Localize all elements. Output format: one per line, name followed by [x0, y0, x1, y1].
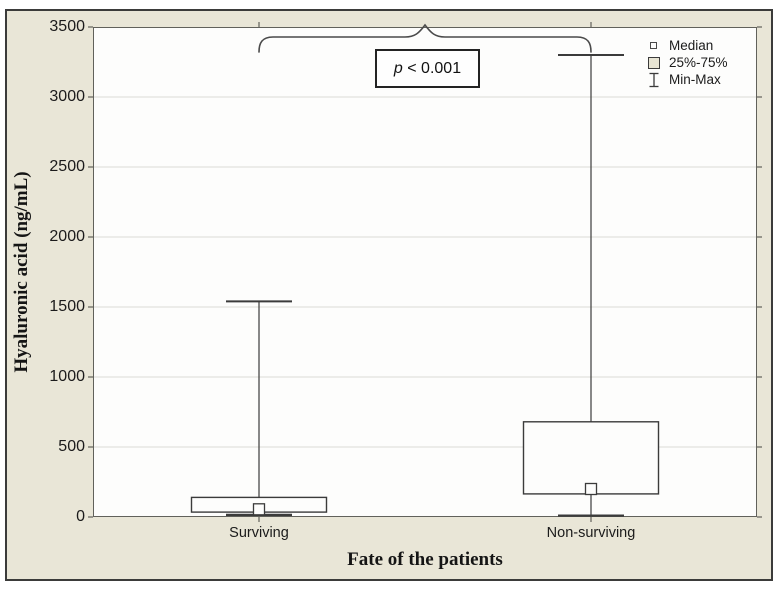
y-tick-label: 0	[76, 508, 85, 525]
y-tick-label: 3000	[49, 88, 85, 105]
y-tick-label: 2000	[49, 228, 85, 245]
minmax-whisker-icon	[649, 72, 658, 87]
legend-label: Min-Max	[669, 72, 721, 87]
p-value-annotation: p < 0.001	[375, 49, 480, 88]
y-axis-title: Hyaluronic acid (ng/mL)	[11, 171, 32, 373]
x-axis-title: Fate of the patients	[347, 549, 503, 570]
median-square-icon	[645, 42, 662, 49]
median-square-icon	[650, 42, 657, 49]
p-value-text: < 0.001	[402, 59, 462, 77]
minmax-whisker-icon	[645, 72, 662, 88]
y-tick-label: 1000	[49, 368, 85, 385]
legend-label: Median	[669, 38, 714, 53]
plot-area	[93, 27, 757, 517]
x-category-label: Surviving	[229, 525, 289, 541]
iqr-box-icon	[647, 56, 660, 69]
y-tick-label: 2500	[49, 158, 85, 175]
legend-item: 25%-75%	[645, 54, 728, 71]
y-tick-label: 500	[58, 438, 85, 455]
x-category-label: Non-surviving	[546, 525, 636, 541]
y-tick-label: 1500	[49, 298, 85, 315]
y-tick-label: 3500	[49, 18, 85, 35]
legend-item: Median	[645, 37, 728, 54]
legend-item: Min-Max	[645, 71, 728, 88]
p-value-symbol: p	[393, 59, 403, 77]
legend-label: 25%-75%	[669, 55, 728, 70]
iqr-box-icon	[645, 56, 662, 69]
legend: Median 25%-75% Min-Max	[645, 37, 728, 88]
